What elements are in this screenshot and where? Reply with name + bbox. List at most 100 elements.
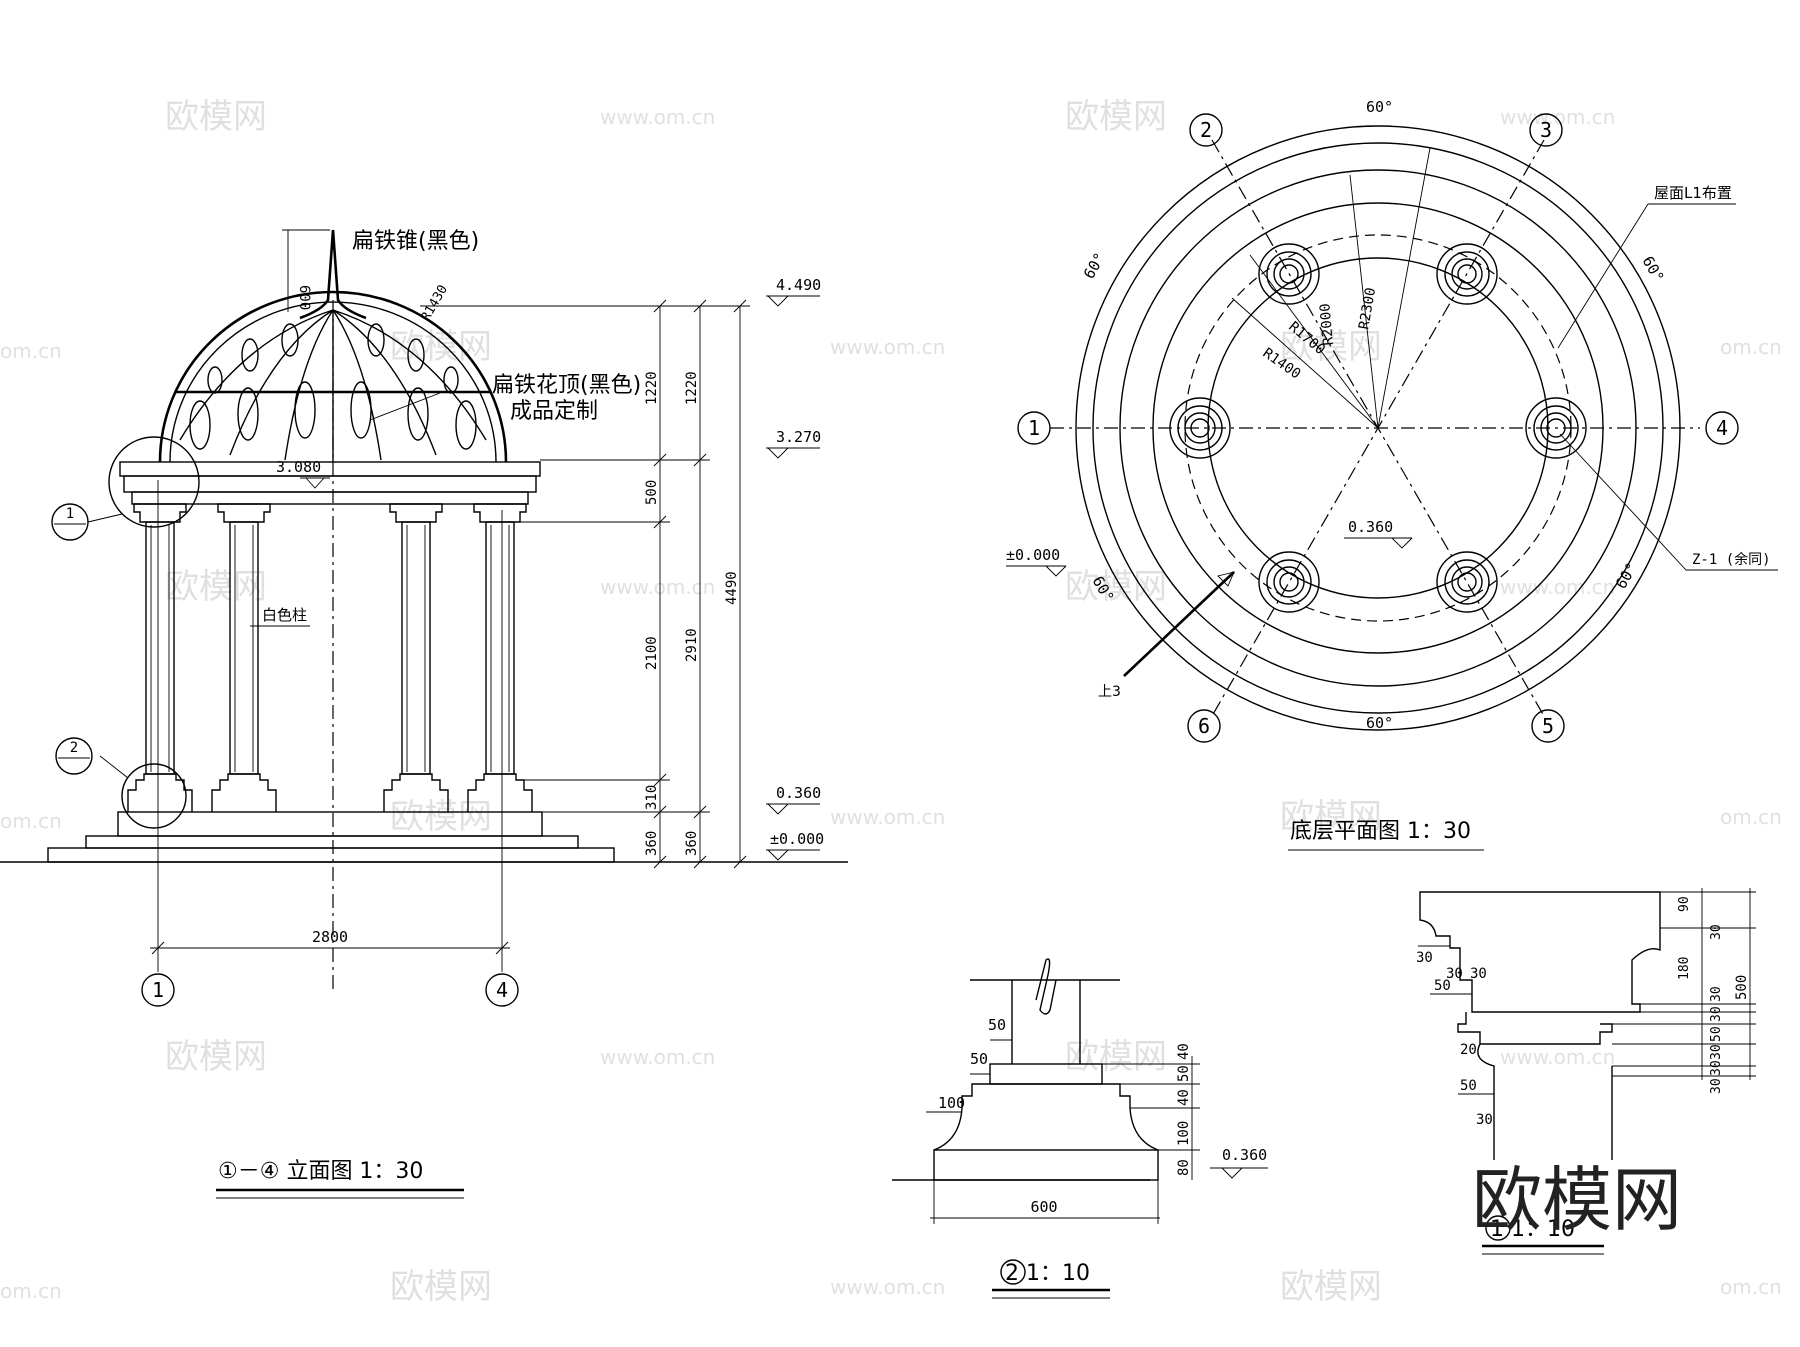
dim-text: 360 [684, 831, 700, 856]
watermark-site: www.om.cn [830, 805, 945, 829]
stair-arrow [1123, 571, 1235, 677]
radius-text: R2300 [1356, 286, 1379, 330]
detail-1-title: 1 1：10 [1490, 1217, 1575, 1242]
level-marks: 3.080 4.490 3.270 0.360 ±0.000 [276, 276, 824, 861]
watermark-site: om.cn [0, 809, 62, 833]
spire [299, 229, 367, 320]
dim-text: 30 [1709, 1060, 1724, 1076]
dim-text: 30 [1470, 966, 1487, 982]
dim-text: 310 [644, 785, 660, 810]
dim-text: 1220 [684, 371, 700, 405]
watermark-site: om.cn [1720, 1275, 1782, 1299]
watermark-brand: 欧模网 [390, 1267, 492, 1307]
plan-axis-bubble [1531, 709, 1565, 743]
column-shafts [145, 521, 515, 775]
level-text: 3.270 [776, 428, 821, 446]
step-lower [47, 847, 615, 863]
elevation-view: 1 4 2800 1 2 600 R1430 扁铁锥(黑色) 扁铁花顶(黑色) … [0, 229, 848, 1199]
watermark-site: om.cn [0, 1279, 62, 1303]
watermark-site: www.om.cn [830, 1275, 945, 1299]
dim-text: 30 [1476, 1112, 1493, 1128]
dim-text: 30 [1709, 1006, 1724, 1022]
label-custom: 成品定制 [510, 399, 598, 424]
dim-radius: R1430 [418, 283, 451, 324]
vertical-dimensions: 1220 1220 500 2910 2100 310 360 360 4490 [420, 299, 750, 869]
plan-axis-label: 5 [1542, 714, 1554, 738]
plan-axis-label: 6 [1198, 714, 1210, 738]
dome-outline [158, 290, 508, 463]
watermark-logo-large: 欧模网 [1472, 1159, 1682, 1241]
watermark-site: om.cn [1720, 805, 1782, 829]
dim-text: 4490 [724, 571, 740, 605]
radius-text: R2000 [1317, 303, 1337, 346]
callout-label: 2 [70, 740, 78, 756]
level-text: 3.080 [276, 458, 321, 476]
watermark-site: www.om.cn [1500, 575, 1615, 599]
dim-text: 40 [1176, 1089, 1192, 1106]
plan-axis-bubble [1189, 113, 1223, 147]
step-middle [85, 835, 579, 849]
watermark-site: www.om.cn [600, 575, 715, 599]
level-text: 0.360 [776, 784, 821, 802]
watermark-brand: 欧模网 [1065, 1037, 1167, 1077]
level-text: 4.490 [776, 276, 821, 294]
plan-axis-label: 2 [1200, 118, 1212, 142]
dim-text: 1220 [644, 371, 660, 405]
column-capitals [133, 503, 527, 523]
watermark-site: om.cn [0, 339, 62, 363]
dim-text: 50 [970, 1050, 988, 1068]
label-column-type: Z-1 (余同) [1692, 551, 1771, 568]
watermark-brand: 欧模网 [1065, 97, 1167, 137]
watermark-brand: 欧模网 [1280, 1267, 1382, 1307]
plan-level-in: 0.360 [1348, 518, 1393, 536]
dim-text: 500 [644, 480, 660, 505]
detail-level: 0.360 [1222, 1146, 1267, 1164]
detail-callout-circle-1 [108, 436, 200, 528]
dim-text: 50 [1176, 1065, 1192, 1082]
watermark-site: www.om.cn [1500, 105, 1615, 129]
dim-text: 30 [1446, 966, 1463, 982]
level-text: ±0.000 [770, 830, 824, 848]
watermark-brand: 欧模网 [1280, 797, 1382, 837]
watermark-site: om.cn [1720, 335, 1782, 359]
dim-text: 50 [988, 1016, 1006, 1034]
watermark-brand: 欧模网 [390, 327, 492, 367]
watermark-brand: 欧模网 [165, 1037, 267, 1077]
dim-width: 2800 [312, 928, 348, 946]
axis-label: 4 [496, 978, 508, 1002]
plan-columns [1169, 243, 1587, 613]
detail-2-title: 2 1：10 [1005, 1261, 1090, 1286]
dim-text: 20 [1460, 1042, 1477, 1058]
dome-ribs [179, 309, 487, 462]
watermark-layer: 欧模网 www.om.cn 欧模网 www.om.cn om.cn 欧模网 ww… [0, 97, 1782, 1307]
callout-label: 1 [66, 506, 74, 522]
axis-bubble-4 [485, 973, 519, 1007]
label-spire: 扁铁锥(黑色) [352, 229, 479, 254]
plan-axis-label: 3 [1540, 118, 1552, 142]
plan-axis-bubble [1705, 411, 1739, 445]
callout-bubble [51, 503, 89, 541]
angle-text: 60° [1080, 250, 1109, 282]
dim-text: 50 [1709, 1026, 1724, 1042]
dim-text: 90 [1677, 896, 1692, 912]
watermark-brand: 欧模网 [165, 97, 267, 137]
plan-axis-bubble [1187, 709, 1221, 743]
dim-text: 50 [1434, 978, 1451, 994]
dim-text: 30 [1709, 1044, 1724, 1060]
dim-text: 180 [1677, 957, 1692, 980]
detail-callout-circle-2 [121, 763, 187, 829]
dim-text: 600 [1030, 1198, 1057, 1216]
detail-1-bubble [1485, 1215, 1511, 1241]
detail-2-base: 600 50 50 100 40 50 40 100 80 0.360 2 1：… [892, 958, 1268, 1299]
watermark-brand: 欧模网 [1065, 567, 1167, 607]
cornice [119, 461, 541, 477]
watermark-brand: 欧模网 [165, 567, 267, 607]
detail-2-bubble [1000, 1259, 1026, 1285]
architrave [131, 491, 529, 505]
dim-text: 30 [1709, 924, 1724, 940]
plan-axis-bubble [1529, 113, 1563, 147]
plan-axis-label: 1 [1028, 416, 1040, 440]
label-roof-layout: 屋面L1布置 [1654, 184, 1732, 202]
break-symbol [1035, 958, 1057, 1015]
plan-title: 底层平面图 1：30 [1290, 819, 1471, 844]
